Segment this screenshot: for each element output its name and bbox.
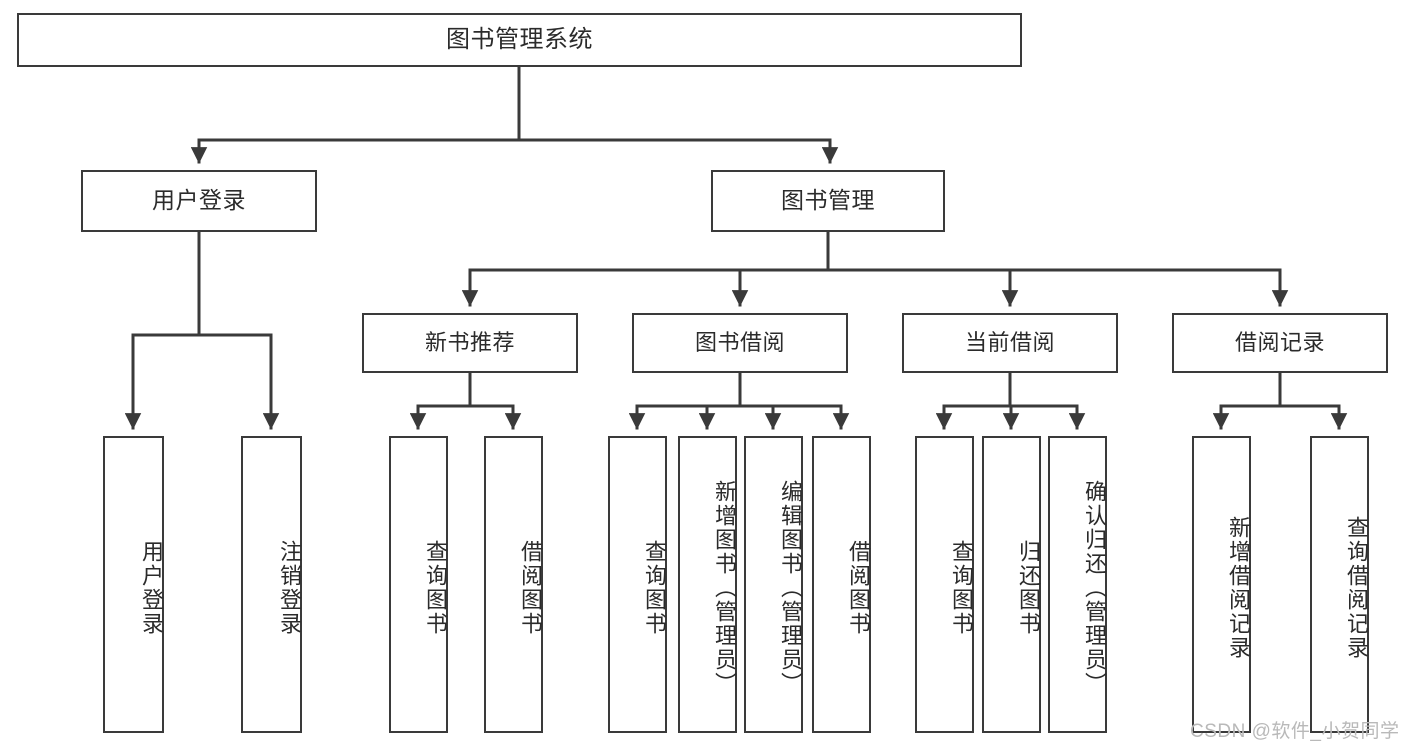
node-leaf-query-book-2[interactable]: 查询图书 xyxy=(608,436,667,733)
node-leaf-return-book[interactable]: 归还图书 xyxy=(982,436,1041,733)
node-leaf-borrow-book-1[interactable]: 借阅图书 xyxy=(484,436,543,733)
watermark: CSDN @软件_小贺同学 xyxy=(1190,721,1400,742)
node-user-login[interactable]: 用户登录 xyxy=(81,170,317,232)
node-leaf-user-login[interactable]: 用户登录 xyxy=(103,436,164,733)
node-leaf-user-logout[interactable]: 注销登录 xyxy=(241,436,302,733)
node-leaf-query-record[interactable]: 查询借阅记录 xyxy=(1310,436,1369,733)
node-book-management[interactable]: 图书管理 xyxy=(711,170,945,232)
node-book-borrow[interactable]: 图书借阅 xyxy=(632,313,848,373)
node-leaf-query-book-3[interactable]: 查询图书 xyxy=(915,436,974,733)
node-leaf-borrow-book-2[interactable]: 借阅图书 xyxy=(812,436,871,733)
node-leaf-query-book-1[interactable]: 查询图书 xyxy=(389,436,448,733)
node-leaf-add-record[interactable]: 新增借阅记录 xyxy=(1192,436,1251,733)
node-leaf-edit-book[interactable]: 编辑图书（管理员） xyxy=(744,436,803,733)
node-current-borrow[interactable]: 当前借阅 xyxy=(902,313,1118,373)
node-new-book-recommend[interactable]: 新书推荐 xyxy=(362,313,578,373)
node-leaf-add-book[interactable]: 新增图书（管理员） xyxy=(678,436,737,733)
node-root[interactable]: 图书管理系统 xyxy=(17,13,1022,67)
node-leaf-confirm-return[interactable]: 确认归还（管理员） xyxy=(1048,436,1107,733)
node-borrow-record[interactable]: 借阅记录 xyxy=(1172,313,1388,373)
